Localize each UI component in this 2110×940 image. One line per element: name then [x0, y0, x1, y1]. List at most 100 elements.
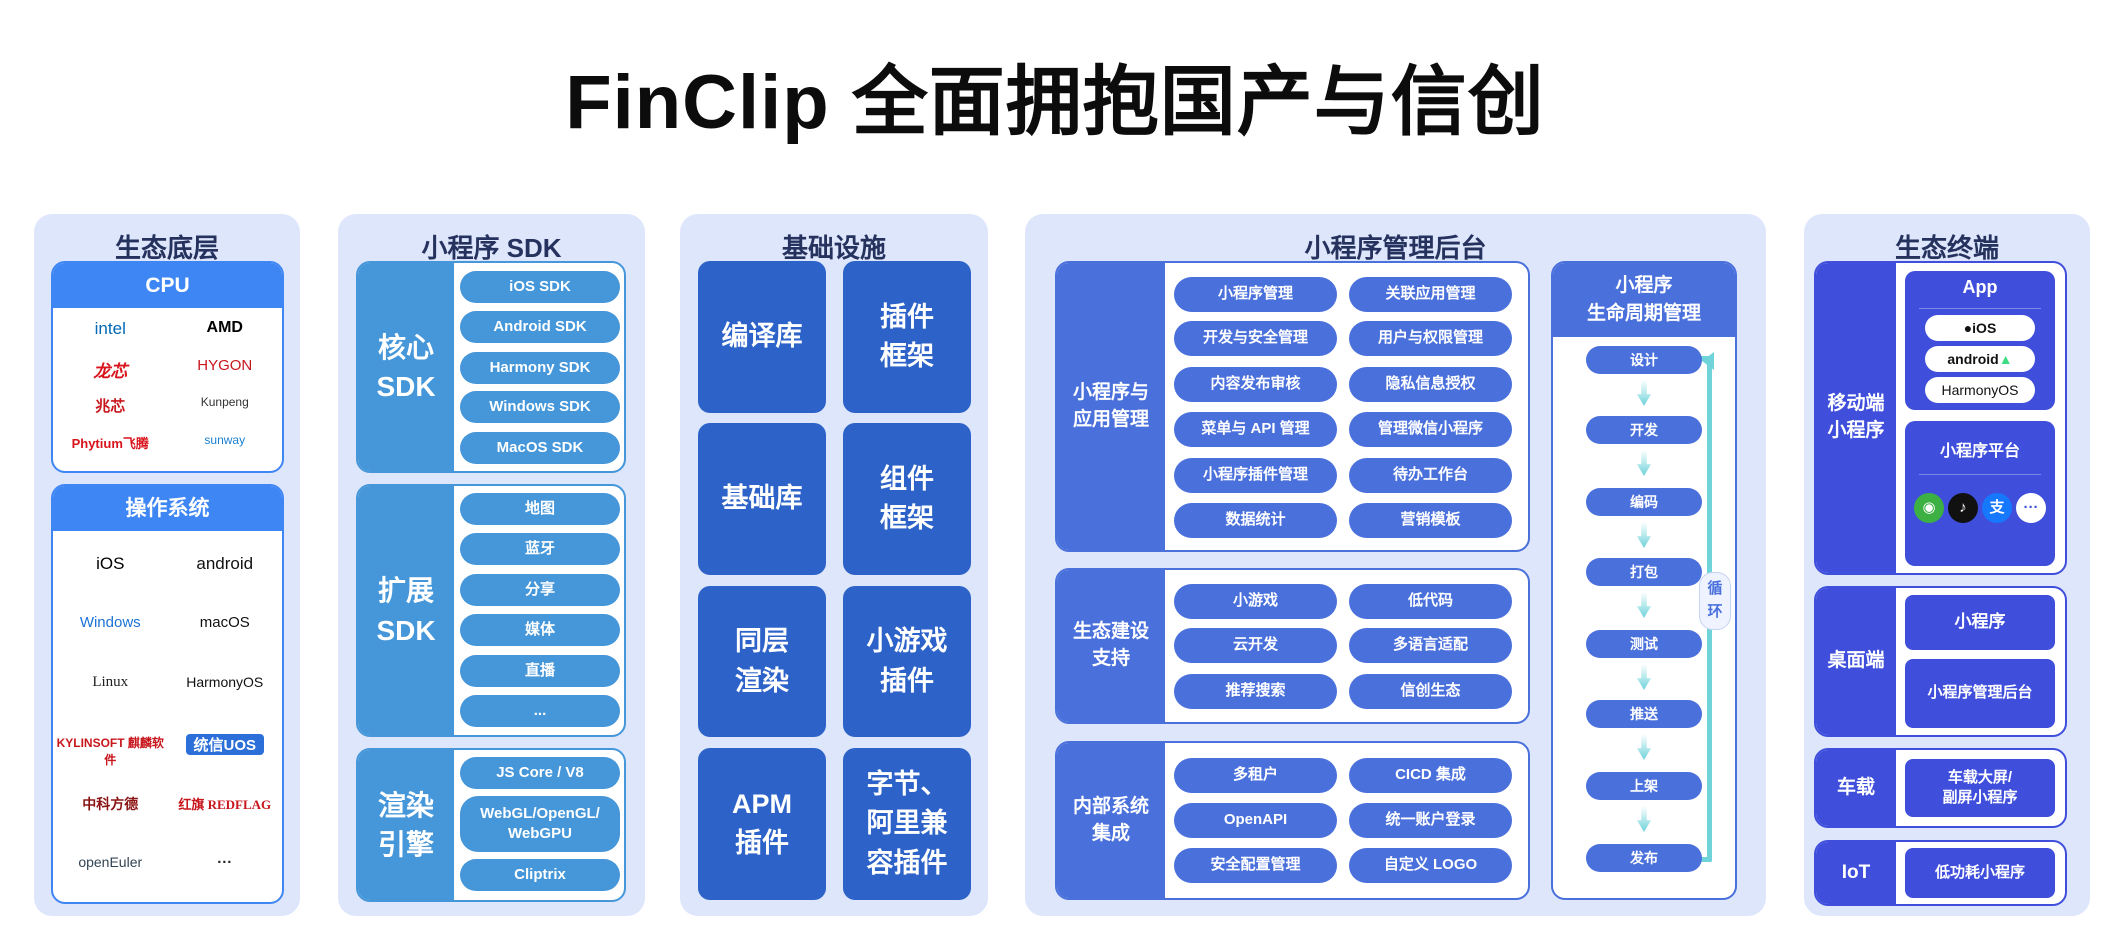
- sdk-item: Android SDK: [460, 311, 620, 343]
- admin-item: 用户与权限管理: [1349, 321, 1512, 356]
- group-label: 渲染 引擎: [358, 750, 454, 900]
- page-title: FinClip 全面拥抱国产与信创: [565, 60, 1545, 145]
- admin-item: 多语言适配: [1349, 628, 1512, 663]
- apple-icon: ●: [1963, 320, 1973, 336]
- admin-item: 统一账户登录: [1349, 803, 1512, 838]
- sdk-item: iOS SDK: [460, 271, 620, 303]
- os-logo: HarmonyOS: [186, 674, 264, 690]
- cpu-logo: Kunpeng: [200, 395, 249, 409]
- sdk-item: JS Core / V8: [460, 757, 620, 789]
- app-title: App: [1919, 271, 2041, 309]
- os-logo: macOS: [199, 614, 250, 631]
- android-icon: ▲: [1998, 351, 2013, 367]
- group-label: 小程序与 应用管理: [1057, 263, 1165, 550]
- sdk-item: 直播: [460, 655, 620, 687]
- arrow-left-icon: [1702, 352, 1714, 370]
- admin-item: 待办工作台: [1349, 458, 1512, 493]
- panel-title: 小程序 SDK: [421, 233, 562, 263]
- infra-tile: 小游戏 插件: [843, 586, 971, 737]
- infra-tile: APM 插件: [698, 748, 826, 900]
- admin-item: 自定义 LOGO: [1349, 848, 1512, 883]
- group-label: 车载: [1816, 750, 1896, 826]
- os-logo: android: [196, 554, 254, 573]
- sdk-group: 扩展 SDK: [356, 484, 626, 737]
- sdk-item: Harmony SDK: [460, 352, 620, 384]
- infra-tile: 基础库: [698, 423, 826, 575]
- group-label: 移动端 小程序: [1816, 263, 1896, 573]
- infra-tile: 同层 渲染: [698, 586, 826, 737]
- infra-tile: 组件 框架: [843, 423, 971, 575]
- os-header: 操作系统: [53, 486, 282, 531]
- infra-tile: 插件 框架: [843, 261, 971, 413]
- iot-item: 低功耗小程序: [1905, 848, 2055, 898]
- admin-item: CICD 集成: [1349, 758, 1512, 793]
- lifecycle-step: 设计: [1586, 346, 1702, 374]
- os-logo: KYLINSOFT 麒麟软件: [56, 736, 164, 767]
- group-label: 核心 SDK: [358, 263, 454, 471]
- loop-badge: 循 环: [1699, 572, 1731, 630]
- cpu-logo: 兆芯: [95, 398, 126, 415]
- lifecycle-step: 打包: [1586, 558, 1702, 586]
- panel-title: 生态底层: [114, 233, 219, 263]
- desktop-item: 小程序管理后台: [1905, 659, 2055, 728]
- admin-item: 营销模板: [1349, 503, 1512, 538]
- admin-item: 低代码: [1349, 584, 1512, 619]
- douyin-icon: ♪: [1948, 493, 1978, 523]
- admin-item: 推荐搜索: [1174, 674, 1337, 709]
- lifecycle-header: 小程序 生命周期管理: [1553, 263, 1735, 337]
- cpu-logo: sunway: [204, 433, 246, 447]
- platform-box: 小程序平台 ◉♪支···: [1905, 421, 2055, 566]
- more-icon: ···: [2016, 493, 2046, 523]
- cpu-logo: HYGON: [197, 357, 253, 374]
- infra-tile: 字节、 阿里兼 容插件: [843, 748, 971, 900]
- panel-title: 生态终端: [1894, 233, 1999, 263]
- sdk-item: Windows SDK: [460, 391, 620, 423]
- sdk-item: 分享: [460, 574, 620, 606]
- admin-item: 内容发布审核: [1174, 367, 1337, 402]
- desktop-item: 小程序: [1905, 595, 2055, 650]
- admin-item: 信创生态: [1349, 674, 1512, 709]
- os-logo: Windows: [79, 614, 141, 631]
- panel-title: 基础设施: [781, 233, 886, 263]
- admin-item: 管理微信小程序: [1349, 412, 1512, 447]
- admin-item: 多租户: [1174, 758, 1337, 793]
- lifecycle-step: 编码: [1586, 488, 1702, 516]
- admin-item: 数据统计: [1174, 503, 1337, 538]
- os-logo: 中科方德: [82, 798, 139, 813]
- sdk-item: 蓝牙: [460, 533, 620, 565]
- group-label: 桌面端: [1816, 588, 1896, 735]
- admin-item: 小游戏: [1174, 584, 1337, 619]
- cpu-logo: AMD: [206, 319, 243, 336]
- admin-item: 开发与安全管理: [1174, 321, 1337, 356]
- lifecycle-step: 发布: [1586, 844, 1702, 872]
- wechat-icon: ◉: [1914, 493, 1944, 523]
- sdk-item: 地图: [460, 493, 620, 525]
- lifecycle-step: 上架: [1586, 772, 1702, 800]
- panel-title: 小程序管理后台: [1304, 233, 1487, 263]
- admin-item: 安全配置管理: [1174, 848, 1337, 883]
- sdk-item: ...: [460, 695, 620, 727]
- cpu-logo: Phytium飞腾: [71, 436, 149, 451]
- car-item: 车载大屏/ 副屏小程序: [1905, 759, 2055, 817]
- admin-item: 云开发: [1174, 628, 1337, 663]
- platform-title: 小程序平台: [1919, 421, 2041, 475]
- os-logo: 红旗 REDFLAG: [178, 797, 272, 812]
- group-label: 扩展 SDK: [358, 486, 454, 735]
- sdk-item: WebGL/OpenGL/ WebGPU: [460, 796, 620, 852]
- admin-item: 隐私信息授权: [1349, 367, 1512, 402]
- os-logo: iOS: [96, 554, 125, 573]
- os-logo: openEuler: [78, 854, 143, 870]
- admin-item: OpenAPI: [1174, 803, 1337, 838]
- os-logo: 统信UOS: [185, 734, 264, 755]
- alipay-icon: 支: [1982, 493, 2012, 523]
- os-logo: ···: [217, 854, 233, 871]
- harmony-pill: HarmonyOS: [1925, 377, 2035, 403]
- admin-item: 小程序插件管理: [1174, 458, 1337, 493]
- sdk-item: Cliptrix: [460, 859, 620, 891]
- ios-pill: ●iOS: [1925, 315, 2035, 341]
- app-box: App ●iOS android▲ HarmonyOS: [1905, 271, 2055, 410]
- group-label: 内部系统 集成: [1057, 743, 1165, 898]
- cpu-header: CPU: [53, 263, 282, 308]
